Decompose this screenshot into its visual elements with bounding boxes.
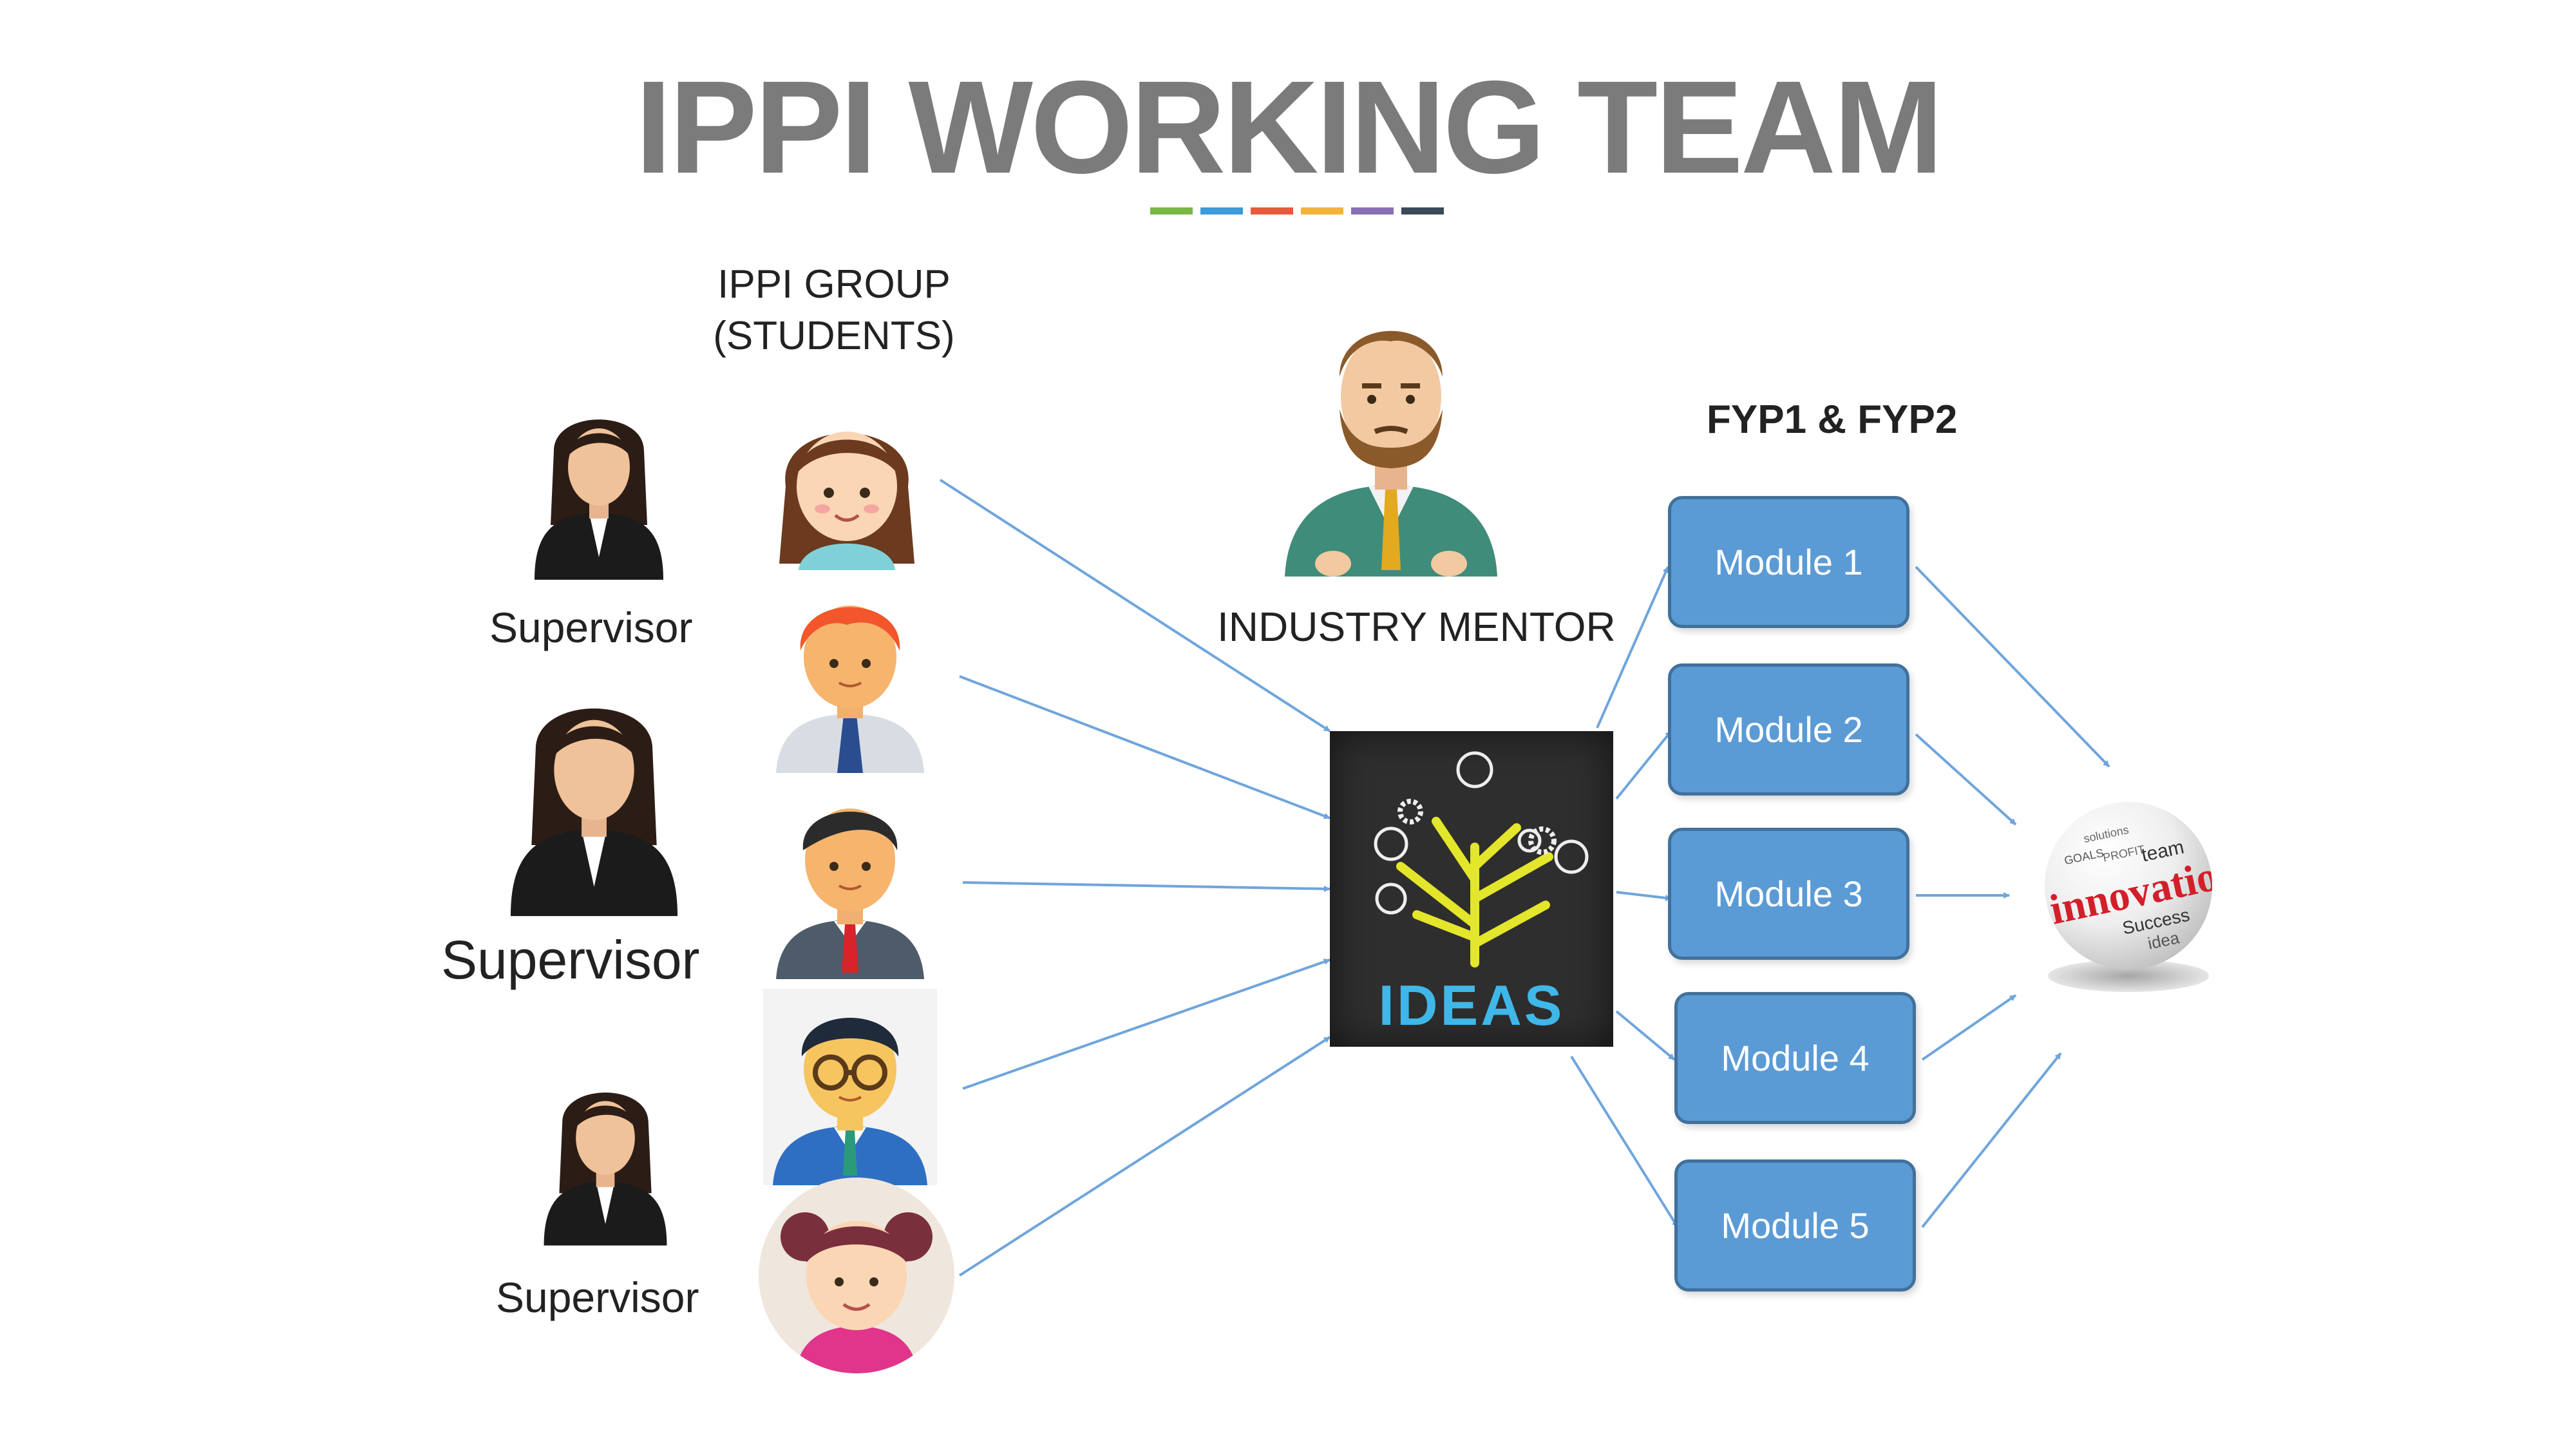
- fyp-label: FYP1 & FYP2: [1707, 397, 1958, 442]
- arrow-module-1-innovation: [1915, 566, 2110, 768]
- group-label-line2: (STUDENTS): [713, 314, 955, 359]
- student-1-avatar-icon: [779, 432, 914, 570]
- accent-bar-navy: [1401, 207, 1444, 215]
- accent-bar-purple: [1351, 207, 1394, 215]
- arrow-ideas-module-3: [1616, 891, 1672, 901]
- arrow-module-4-innovation: [1921, 994, 2017, 1061]
- supervisor-3-icon: [544, 1092, 667, 1246]
- student-3-avatar-icon: [776, 808, 924, 979]
- student-5-avatar-icon: [759, 1178, 954, 1373]
- supervisor-3-label: Supervisor: [496, 1274, 699, 1321]
- supervisor-1-icon: [535, 419, 663, 580]
- arrow-student-5: [958, 1036, 1331, 1277]
- module-5-box: Module 5: [1674, 1159, 1916, 1292]
- student-4-avatar-icon: [763, 989, 937, 1185]
- accent-bar-green: [1150, 207, 1193, 215]
- module-3-box: Module 3: [1668, 828, 1909, 960]
- page-title: IPPI WORKING TEAM: [635, 53, 1944, 201]
- supervisor-2-label: Supervisor: [441, 930, 700, 990]
- industry-mentor-label: INDUSTRY MENTOR: [1217, 604, 1616, 650]
- supervisor-1-label: Supervisor: [489, 604, 693, 651]
- innovation-word-goals: GOALS: [2063, 846, 2105, 868]
- arrow-student-2: [959, 675, 1331, 819]
- module-4-box: Module 4: [1674, 992, 1916, 1124]
- arrow-student-4: [962, 959, 1331, 1090]
- arrow-student-1: [939, 479, 1331, 732]
- group-label: IPPI GROUP (STUDENTS): [683, 261, 985, 361]
- ideas-label: IDEAS: [1378, 973, 1565, 1037]
- industry-mentor-icon: [1285, 330, 1497, 577]
- innovation-word-profit: PROFIT: [2101, 843, 2146, 864]
- accent-bar-red: [1251, 207, 1293, 215]
- student-2-avatar-icon: [776, 606, 924, 773]
- arrow-ideas-module-4: [1615, 1010, 1676, 1061]
- ideas-image: IDEAS: [1330, 731, 1613, 1047]
- innovation-sphere-image: innovation team Success idea GOALS PROFI…: [2035, 796, 2222, 995]
- arrow-student-3: [962, 881, 1331, 892]
- arrow-module-5-innovation: [1921, 1052, 2062, 1228]
- supervisor-2-icon: [510, 708, 678, 917]
- arrow-module-2-innovation: [1915, 733, 2017, 826]
- accent-bar-yellow: [1301, 207, 1343, 215]
- module-1-box: Module 1: [1668, 496, 1909, 628]
- ideas-tree-icon: [1374, 751, 1589, 968]
- group-label-line1: IPPI GROUP: [717, 262, 951, 307]
- module-2-box: Module 2: [1668, 663, 1909, 796]
- arrow-ideas-module-1: [1596, 566, 1669, 729]
- arrow-ideas-module-2: [1615, 730, 1672, 800]
- accent-bar-blue: [1200, 207, 1243, 215]
- innovation-word-solutions: solutions: [2082, 823, 2130, 846]
- innovation-sphere: innovation team Success idea GOALS PROFI…: [2045, 802, 2212, 969]
- arrow-ideas-module-5: [1570, 1055, 1679, 1228]
